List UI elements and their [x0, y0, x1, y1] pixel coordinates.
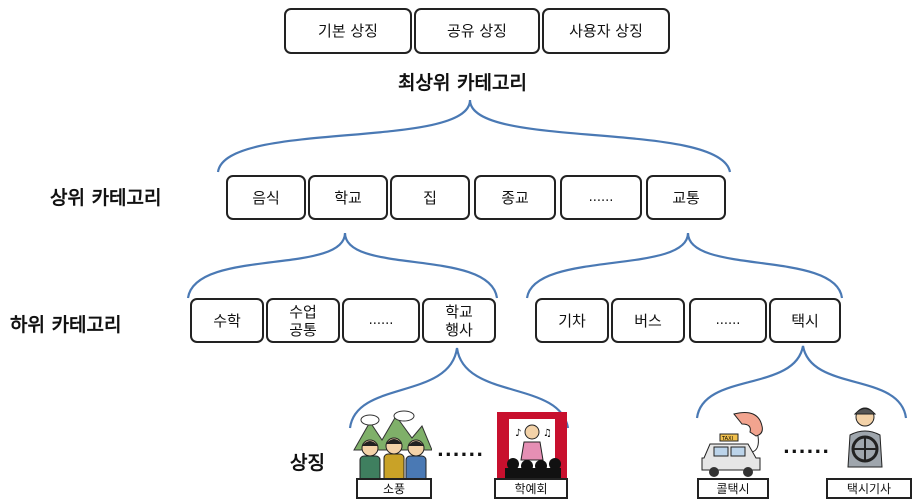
brace-top-to-upper [216, 99, 732, 173]
stage-performance-icon: ♪ ♫ [497, 412, 567, 478]
sub-category-school-more: ...... [342, 298, 420, 343]
level-label-top: 최상위 카테고리 [398, 72, 527, 94]
symbol-taxi-driver: 택시기사 [826, 478, 912, 499]
sub-category-bus: 버스 [611, 298, 685, 343]
upper-category-food: 음식 [226, 175, 306, 220]
picnic-people-icon [353, 410, 432, 482]
brace-event-to-symbols [348, 347, 570, 429]
call-taxi-icon: TAXI [701, 412, 763, 477]
symbol-type-basic: 기본 상징 [284, 8, 412, 54]
level-label-lower: 하위 카테고리 [10, 314, 122, 336]
brace-school-to-sub [186, 232, 499, 299]
sub-category-transport-more: ...... [689, 298, 767, 343]
svg-text:♫: ♫ [543, 428, 552, 439]
sub-category-math: 수학 [190, 298, 264, 343]
symbol-type-user: 사용자 상징 [542, 8, 670, 54]
brace-transport-to-sub [525, 232, 844, 299]
upper-category-religion: 종교 [474, 175, 556, 220]
symbol-picnic: 소풍 [356, 478, 432, 499]
symbol-call-taxi: 콜택시 [697, 478, 769, 499]
symbol-ellipsis-school: ...... [437, 440, 485, 461]
sub-category-taxi: 택시 [769, 298, 841, 343]
level-label-upper: 상위 카테고리 [50, 187, 162, 209]
upper-category-school: 학교 [308, 175, 388, 220]
symbol-type-shared: 공유 상징 [414, 8, 540, 54]
level-label-symbol: 상징 [290, 452, 325, 474]
svg-text:TAXI: TAXI [721, 436, 733, 442]
upper-category-home: 집 [390, 175, 470, 220]
sub-category-class-common: 수업 공통 [266, 298, 340, 343]
svg-text:♪: ♪ [515, 428, 521, 439]
sub-category-train: 기차 [535, 298, 609, 343]
brace-taxi-to-symbols [695, 345, 908, 419]
upper-category-more: ...... [560, 175, 642, 220]
upper-category-transport: 교통 [646, 175, 726, 220]
sub-category-school-event: 학교 행사 [422, 298, 496, 343]
symbol-ellipsis-transport: ...... [783, 437, 831, 458]
symbol-school-performance: 학예회 [494, 478, 568, 499]
taxi-driver-icon [847, 407, 883, 468]
